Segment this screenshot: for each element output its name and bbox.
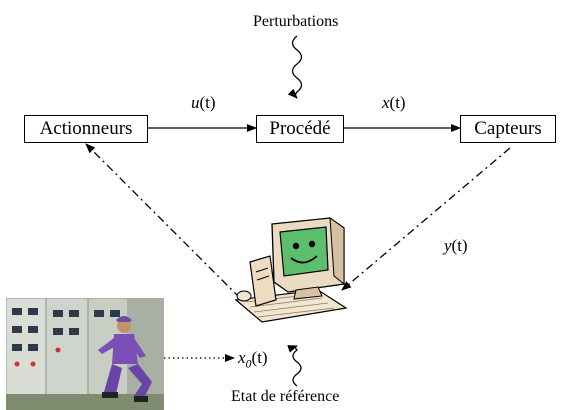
operator-figure bbox=[98, 316, 152, 402]
control-signal-name: u bbox=[191, 93, 200, 112]
measure-signal-name: y bbox=[444, 236, 452, 255]
reference-signal-label: x0(t) bbox=[238, 348, 268, 371]
computer-icon bbox=[234, 216, 348, 323]
disturbance-label: Perturbations bbox=[253, 13, 339, 30]
sensors-block: Capteurs bbox=[460, 115, 556, 143]
operator-photo bbox=[6, 298, 164, 410]
disturbance-arrow bbox=[287, 35, 303, 99]
reference-arrow bbox=[287, 345, 302, 387]
control-signal-arg: (t) bbox=[199, 93, 216, 112]
actuators-block: Actionneurs bbox=[24, 115, 148, 143]
command-arrow bbox=[85, 143, 241, 299]
state-signal-label: x(t) bbox=[382, 93, 406, 113]
reference-signal-name: x bbox=[238, 348, 246, 367]
reference-label: Etat de référence bbox=[231, 388, 340, 405]
state-signal-name: x bbox=[382, 93, 390, 112]
measure-signal-arg: (t) bbox=[451, 236, 468, 255]
control-signal-label: u(t) bbox=[191, 93, 216, 113]
reference-signal-sub: 0 bbox=[245, 356, 252, 371]
state-signal-arg: (t) bbox=[389, 93, 406, 112]
reference-signal-arg: (t) bbox=[251, 348, 268, 367]
process-block: Procédé bbox=[256, 115, 344, 143]
measure-signal-label: y(t) bbox=[444, 236, 468, 256]
measure-arrow bbox=[341, 147, 511, 291]
